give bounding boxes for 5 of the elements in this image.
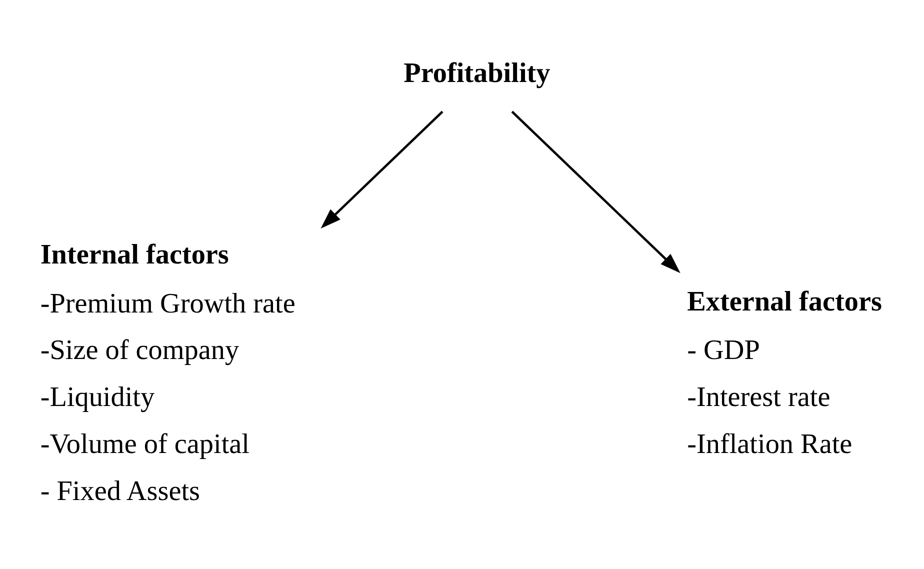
arrow xyxy=(511,110,680,273)
node-text: External factors - GDP -Interest rate -Inflation Rate xyxy=(687,286,882,460)
arrow xyxy=(320,110,444,228)
node-text: Profitability xyxy=(404,58,550,89)
node-text: Internal factors -Premium Growth rate -Size of company -Liquidity -Volume of capital - Fixed Assets xyxy=(40,239,296,507)
